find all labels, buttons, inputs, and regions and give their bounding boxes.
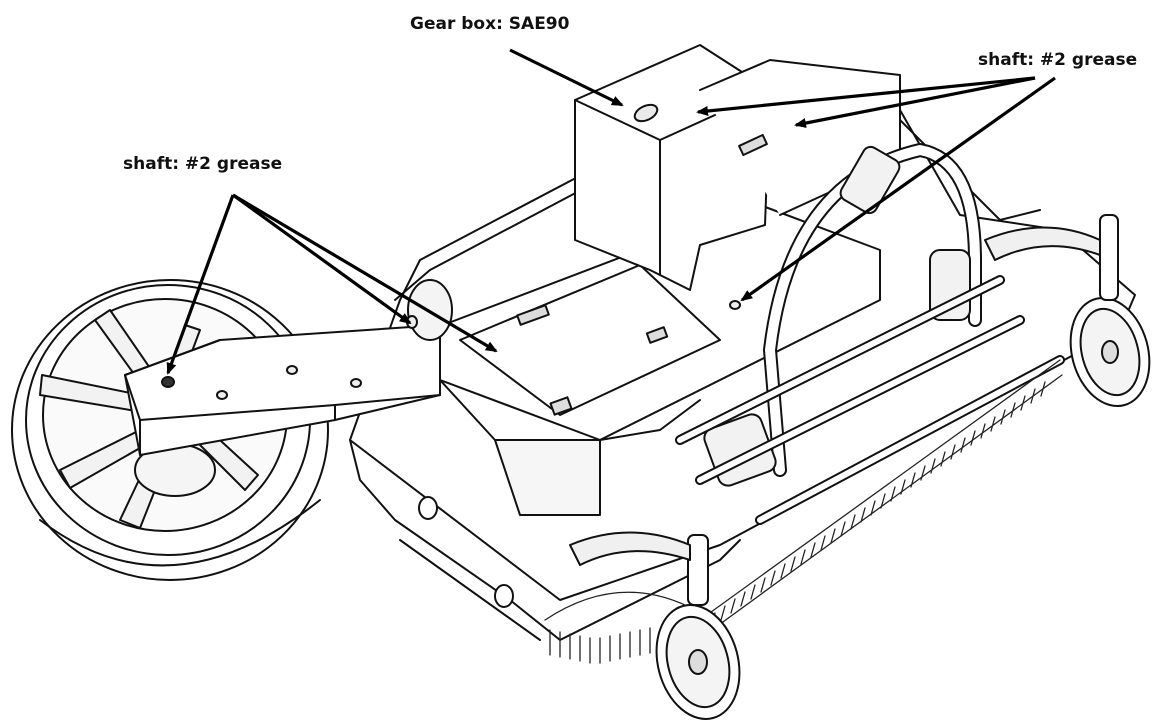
- hitch-frame: [703, 143, 982, 487]
- shaft-right-callout: shaft: #2 grease: [978, 50, 1138, 70]
- shaft-left-callout: shaft: #2 grease: [123, 154, 283, 174]
- arrow-gear-box: [509, 48, 624, 107]
- rear-caster-wheel: [984, 214, 1151, 408]
- arrow-shaft-left-1: [166, 194, 235, 375]
- gear-box-callout: Gear box: SAE90: [410, 14, 570, 34]
- shaft-arm: [124, 279, 453, 456]
- arrow-shaft-left-2: [232, 193, 412, 325]
- arrow-shaft-right-3: [740, 76, 1056, 302]
- arrow-shaft-left-3: [232, 193, 498, 353]
- arrow-shaft-right-1: [696, 76, 1036, 116]
- front-caster-wheel: [569, 531, 741, 720]
- rear-roller-assembly: [675, 275, 1065, 525]
- callout-arrows: [166, 48, 1056, 375]
- arrow-shaft-right-2: [794, 76, 1036, 128]
- mower-deck-body: [349, 84, 1136, 641]
